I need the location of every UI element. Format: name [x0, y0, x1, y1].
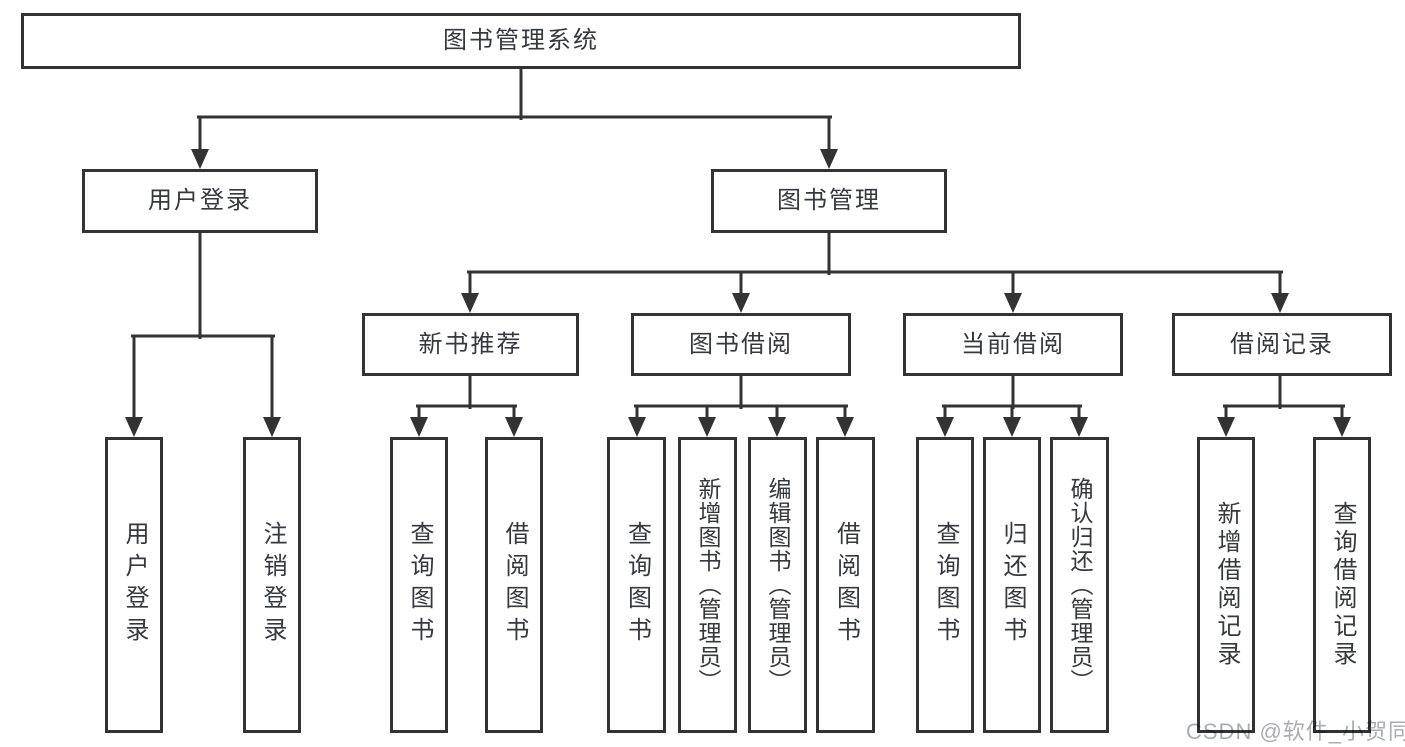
- node-new-book-recommend-label: 新书推荐: [418, 330, 523, 358]
- leaf-borrowing-query-books-label: 查询图书: [623, 521, 651, 649]
- leaf-user-login-label: 用户登录: [121, 521, 148, 649]
- node-root: 图书管理系统: [21, 13, 1021, 69]
- leaf-logout-label: 注销登录: [259, 521, 286, 649]
- node-root-label: 图书管理系统: [443, 27, 599, 54]
- node-borrowing-records-label: 借阅记录: [1230, 330, 1334, 358]
- node-book-management: 图书管理: [711, 169, 947, 233]
- leaf-borrowing-add-books-admin-label: 新增图书（管理员）: [695, 477, 721, 693]
- node-current-borrowing-label: 当前借阅: [961, 330, 1065, 358]
- leaf-current-return-books-label: 归还图书: [999, 521, 1026, 649]
- connector-new-books-to-leaves: [410, 374, 523, 437]
- connector-user-login-to-leaves: [125, 231, 281, 437]
- node-new-book-recommend: 新书推荐: [362, 313, 579, 376]
- leaf-current-confirm-return-admin-label: 确认归还（管理员）: [1067, 477, 1093, 693]
- leaf-records-query-record-label: 查询借阅记录: [1329, 501, 1356, 669]
- leaf-records-add-record-label: 新增借阅记录: [1213, 501, 1240, 669]
- leaf-borrowing-add-books-admin: 新增图书（管理员）: [678, 437, 737, 733]
- leaf-current-confirm-return-admin: 确认归还（管理员）: [1050, 437, 1109, 733]
- node-borrowing-records: 借阅记录: [1172, 313, 1392, 376]
- leaf-borrowing-borrow-books: 借阅图书: [816, 437, 875, 733]
- leaf-newbooks-query-books: 查询图书: [390, 437, 448, 733]
- node-book-borrowing: 图书借阅: [631, 313, 851, 376]
- connector-current-borrow-to-leaves: [936, 374, 1088, 437]
- leaf-newbooks-borrow-books: 借阅图书: [485, 437, 543, 733]
- leaf-newbooks-query-books-label: 查询图书: [406, 521, 433, 649]
- leaf-current-query-books: 查询图书: [916, 437, 974, 733]
- node-book-borrowing-label: 图书借阅: [689, 330, 793, 358]
- leaf-current-return-books: 归还图书: [983, 437, 1041, 733]
- leaf-newbooks-borrow-books-label: 借阅图书: [501, 521, 528, 649]
- leaf-borrowing-query-books: 查询图书: [607, 437, 666, 733]
- leaf-borrowing-edit-books-admin: 编辑图书（管理员）: [748, 437, 807, 733]
- node-user-login: 用户登录: [82, 169, 318, 233]
- leaf-borrowing-edit-books-admin-label: 编辑图书（管理员）: [765, 477, 791, 693]
- node-current-borrowing: 当前借阅: [903, 313, 1123, 376]
- leaf-records-query-record: 查询借阅记录: [1313, 437, 1371, 733]
- node-book-management-label: 图书管理: [777, 187, 881, 214]
- leaf-current-query-books-label: 查询图书: [932, 521, 959, 649]
- connector-borrow-records-to-leaves: [1217, 374, 1351, 437]
- connector-book-mgmt-to-level3: [461, 231, 1289, 313]
- leaf-records-add-record: 新增借阅记录: [1197, 437, 1255, 733]
- leaf-user-login: 用户登录: [105, 437, 163, 733]
- connector-book-borrow-to-leaves: [628, 374, 854, 437]
- leaf-logout: 注销登录: [243, 437, 301, 733]
- node-user-login-label: 用户登录: [148, 187, 252, 214]
- csdn-watermark: CSDN @软件_小贺同学: [1186, 719, 1405, 744]
- connector-root-to-level2: [191, 67, 838, 169]
- leaf-borrowing-borrow-books-label: 借阅图书: [832, 521, 860, 649]
